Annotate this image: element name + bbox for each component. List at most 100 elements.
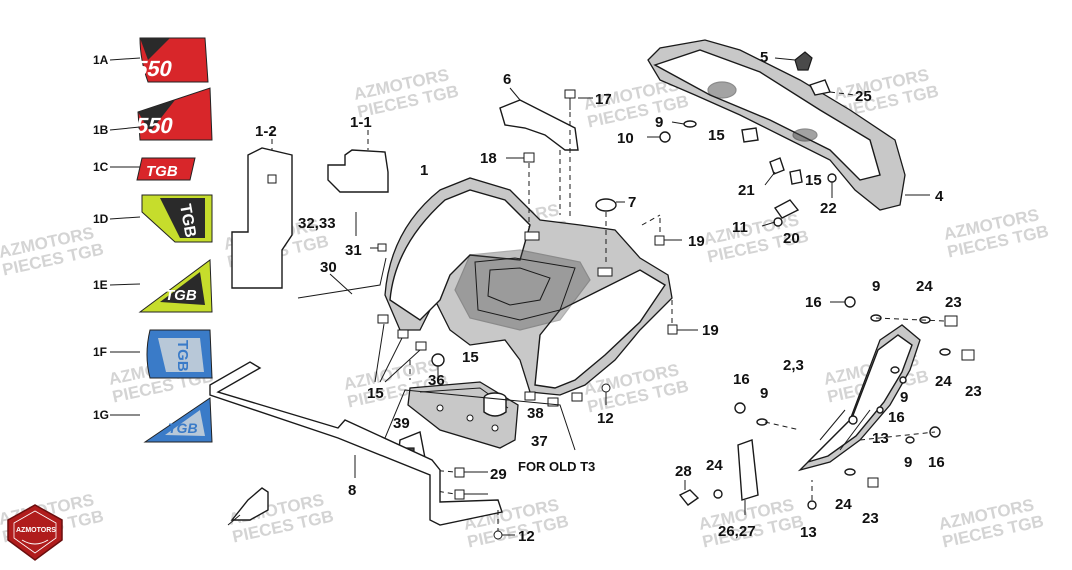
callout-9d: 9 <box>760 385 768 402</box>
decal-label-1f: 1F <box>93 345 107 359</box>
callout-13a: 13 <box>872 430 889 447</box>
bolt-18 <box>506 152 535 230</box>
callout-24d: 24 <box>835 496 852 513</box>
callout-23a: 23 <box>945 294 962 311</box>
decal-text-1c: TGB <box>146 163 178 180</box>
callout-16c: 16 <box>888 409 905 426</box>
callout-9c: 9 <box>900 389 908 406</box>
bracket-26-27 <box>737 439 759 515</box>
callout-37: 37 <box>531 433 548 450</box>
callout-1-1: 1-1 <box>350 114 372 131</box>
cap-5 <box>774 51 813 71</box>
callout-25: 25 <box>855 88 872 105</box>
bolt-19b <box>667 300 698 335</box>
clip-31 <box>370 243 387 252</box>
callout-16d: 16 <box>928 454 945 471</box>
callout-24c: 24 <box>706 457 723 474</box>
callout-26-27: 26,27 <box>718 523 756 540</box>
callout-36: 36 <box>428 372 445 389</box>
callout-24a: 24 <box>916 278 933 295</box>
decal-column: 1A 550 1B 550 1C TGB 1D TGB <box>93 37 213 443</box>
nut-22 <box>827 173 837 198</box>
azmotors-logo: AZMOTORS <box>7 504 63 561</box>
callout-19a: 19 <box>688 233 705 250</box>
callout-38: 38 <box>527 405 544 422</box>
callout-9e: 9 <box>904 454 912 471</box>
callout-8: 8 <box>348 482 356 499</box>
clip-15b <box>789 169 803 185</box>
logo-text: AZMOTORS <box>16 527 56 534</box>
callout-15b: 15 <box>805 172 822 189</box>
bolt-12b <box>493 510 515 540</box>
bolt-17 <box>564 89 593 220</box>
washer-24c <box>713 489 723 499</box>
callout-24b: 24 <box>935 373 952 390</box>
decal-1a: 1A 550 <box>93 37 209 83</box>
callout-10: 10 <box>617 130 634 147</box>
callout-16b: 16 <box>733 371 750 388</box>
decal-label-1d: 1D <box>93 212 109 226</box>
callout-31: 31 <box>345 242 362 259</box>
decal-label-1g: 1G <box>93 408 109 422</box>
callout-28: 28 <box>675 463 692 480</box>
callout-20: 20 <box>783 230 800 247</box>
callout-1-2: 1-2 <box>255 123 277 140</box>
decal-label-1c: 1C <box>93 160 109 174</box>
callout-23b: 23 <box>965 383 982 400</box>
nut-10 <box>647 131 671 143</box>
callout-15d: 15 <box>462 349 479 366</box>
cap-7 <box>595 198 625 265</box>
decal-label-1b: 1B <box>93 123 109 137</box>
clip-15a <box>741 127 759 143</box>
callout-16a: 16 <box>805 294 822 311</box>
rear-fender-1 <box>374 177 673 407</box>
callout-13b: 13 <box>800 524 817 541</box>
callout-23c: 23 <box>862 510 879 527</box>
callout-12b: 12 <box>518 528 535 545</box>
callout-22: 22 <box>820 200 837 217</box>
piece-25 <box>809 79 856 96</box>
clip-36 <box>431 353 445 378</box>
bolt-19a <box>641 214 682 246</box>
bolt-28 <box>678 480 700 506</box>
decal-1c: 1C TGB <box>93 157 196 181</box>
clip-21 <box>764 157 785 186</box>
panel-1-1 <box>327 130 389 193</box>
callout-30: 30 <box>320 259 337 276</box>
callout-21: 21 <box>738 182 755 199</box>
decal-text-1a: 550 <box>133 56 175 81</box>
callout-11: 11 <box>732 219 748 236</box>
decal-text-1b: 550 <box>134 113 176 138</box>
decal-1f: 1F TGB <box>93 329 213 379</box>
bolt-12a <box>601 383 611 405</box>
note-for-old-t3: FOR OLD T3 <box>518 459 595 474</box>
small-bracket <box>227 487 269 526</box>
callout-2-3: 2,3 <box>783 357 804 374</box>
callout-15a: 15 <box>708 127 725 144</box>
decal-1d: 1D TGB <box>93 194 213 243</box>
decal-text-1e: TGB <box>165 287 197 304</box>
callout-1: 1 <box>420 162 428 179</box>
callout-7: 7 <box>628 194 636 211</box>
callout-39: 39 <box>393 415 410 432</box>
bar-8 <box>209 361 503 526</box>
bracket-6 <box>499 87 579 215</box>
rear-carrier-4 <box>647 39 906 211</box>
plate-20 <box>761 199 800 227</box>
callout-32-33: 32,33 <box>298 215 336 232</box>
panel-1-2 <box>231 130 293 289</box>
fasteners-right <box>734 296 975 510</box>
callout-12a: 12 <box>597 410 614 427</box>
callout-29: 29 <box>490 466 507 483</box>
callout-18: 18 <box>480 150 497 167</box>
callout-9b: 9 <box>872 278 880 295</box>
callout-19b: 19 <box>702 322 719 339</box>
callout-5: 5 <box>760 49 768 66</box>
callout-9a: 9 <box>655 114 663 131</box>
decal-1g: 1G TGB <box>93 397 213 443</box>
decal-label-1e: 1E <box>93 278 108 292</box>
decal-text-1g: TGB <box>168 420 198 436</box>
callout-6: 6 <box>503 71 511 88</box>
bumper-38 <box>483 392 507 417</box>
